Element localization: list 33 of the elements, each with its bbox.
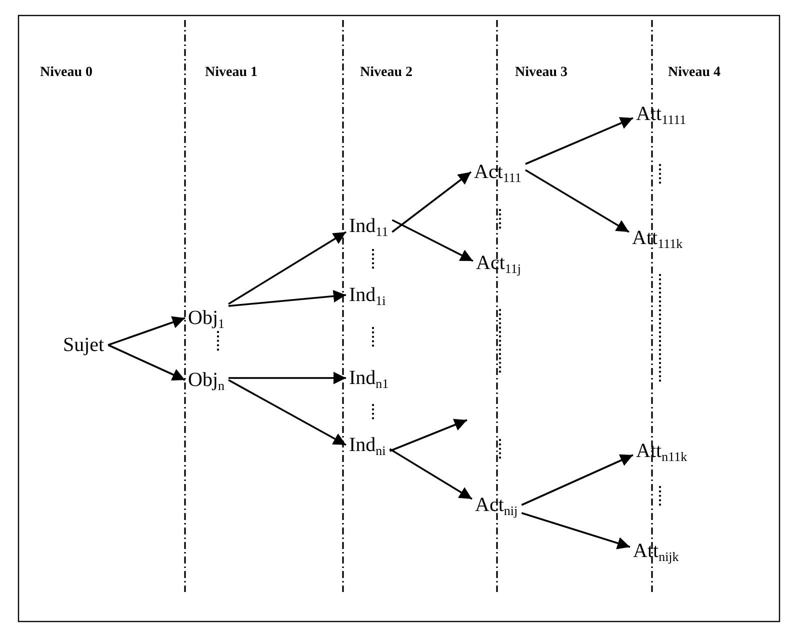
node-label: Ind$_{11}$: [348, 214, 390, 238]
level-heading: Niveau 1: [205, 65, 258, 81]
arrow: [392, 171, 472, 233]
node-label: Ind$_{1i}$: [348, 283, 387, 307]
arrow: [228, 290, 346, 307]
node-label: Act$_{nij}$: [474, 493, 519, 517]
arrow: [228, 372, 346, 384]
node-label: Ind$_{n1}$: [348, 366, 390, 390]
node-label: Act$_{11j}$: [475, 251, 522, 275]
node-label: Att$_{111k}$: [631, 226, 684, 250]
node-label: Obj$_{1}$: [187, 306, 226, 330]
node-label: Act$_{111}$: [473, 160, 522, 184]
arrow: [228, 231, 346, 305]
node-label: Att$_{n11k}$: [635, 439, 688, 463]
arrow: [108, 344, 186, 381]
arrow: [389, 448, 472, 500]
node-label: Att$_{nijk}$: [632, 539, 680, 563]
arrow: [524, 169, 630, 233]
arrow: [521, 454, 634, 506]
arrow: [108, 316, 186, 346]
level-heading: Niveau 2: [360, 65, 412, 81]
level-heading: Niveau 0: [40, 65, 92, 81]
arrow: [228, 379, 346, 446]
arrow: [525, 117, 634, 165]
arrow: [392, 219, 474, 262]
node-label: Obj$_{n}$: [187, 368, 226, 392]
node-label: Sujet: [62, 333, 106, 357]
node-label: Att$_{1111}$: [635, 102, 688, 126]
level-heading: Niveau 3: [515, 65, 568, 81]
level-heading: Niveau 4: [668, 65, 720, 81]
arrow: [521, 512, 630, 550]
node-label: Ind$_{ni}$: [348, 433, 387, 457]
arrow: [389, 418, 468, 452]
